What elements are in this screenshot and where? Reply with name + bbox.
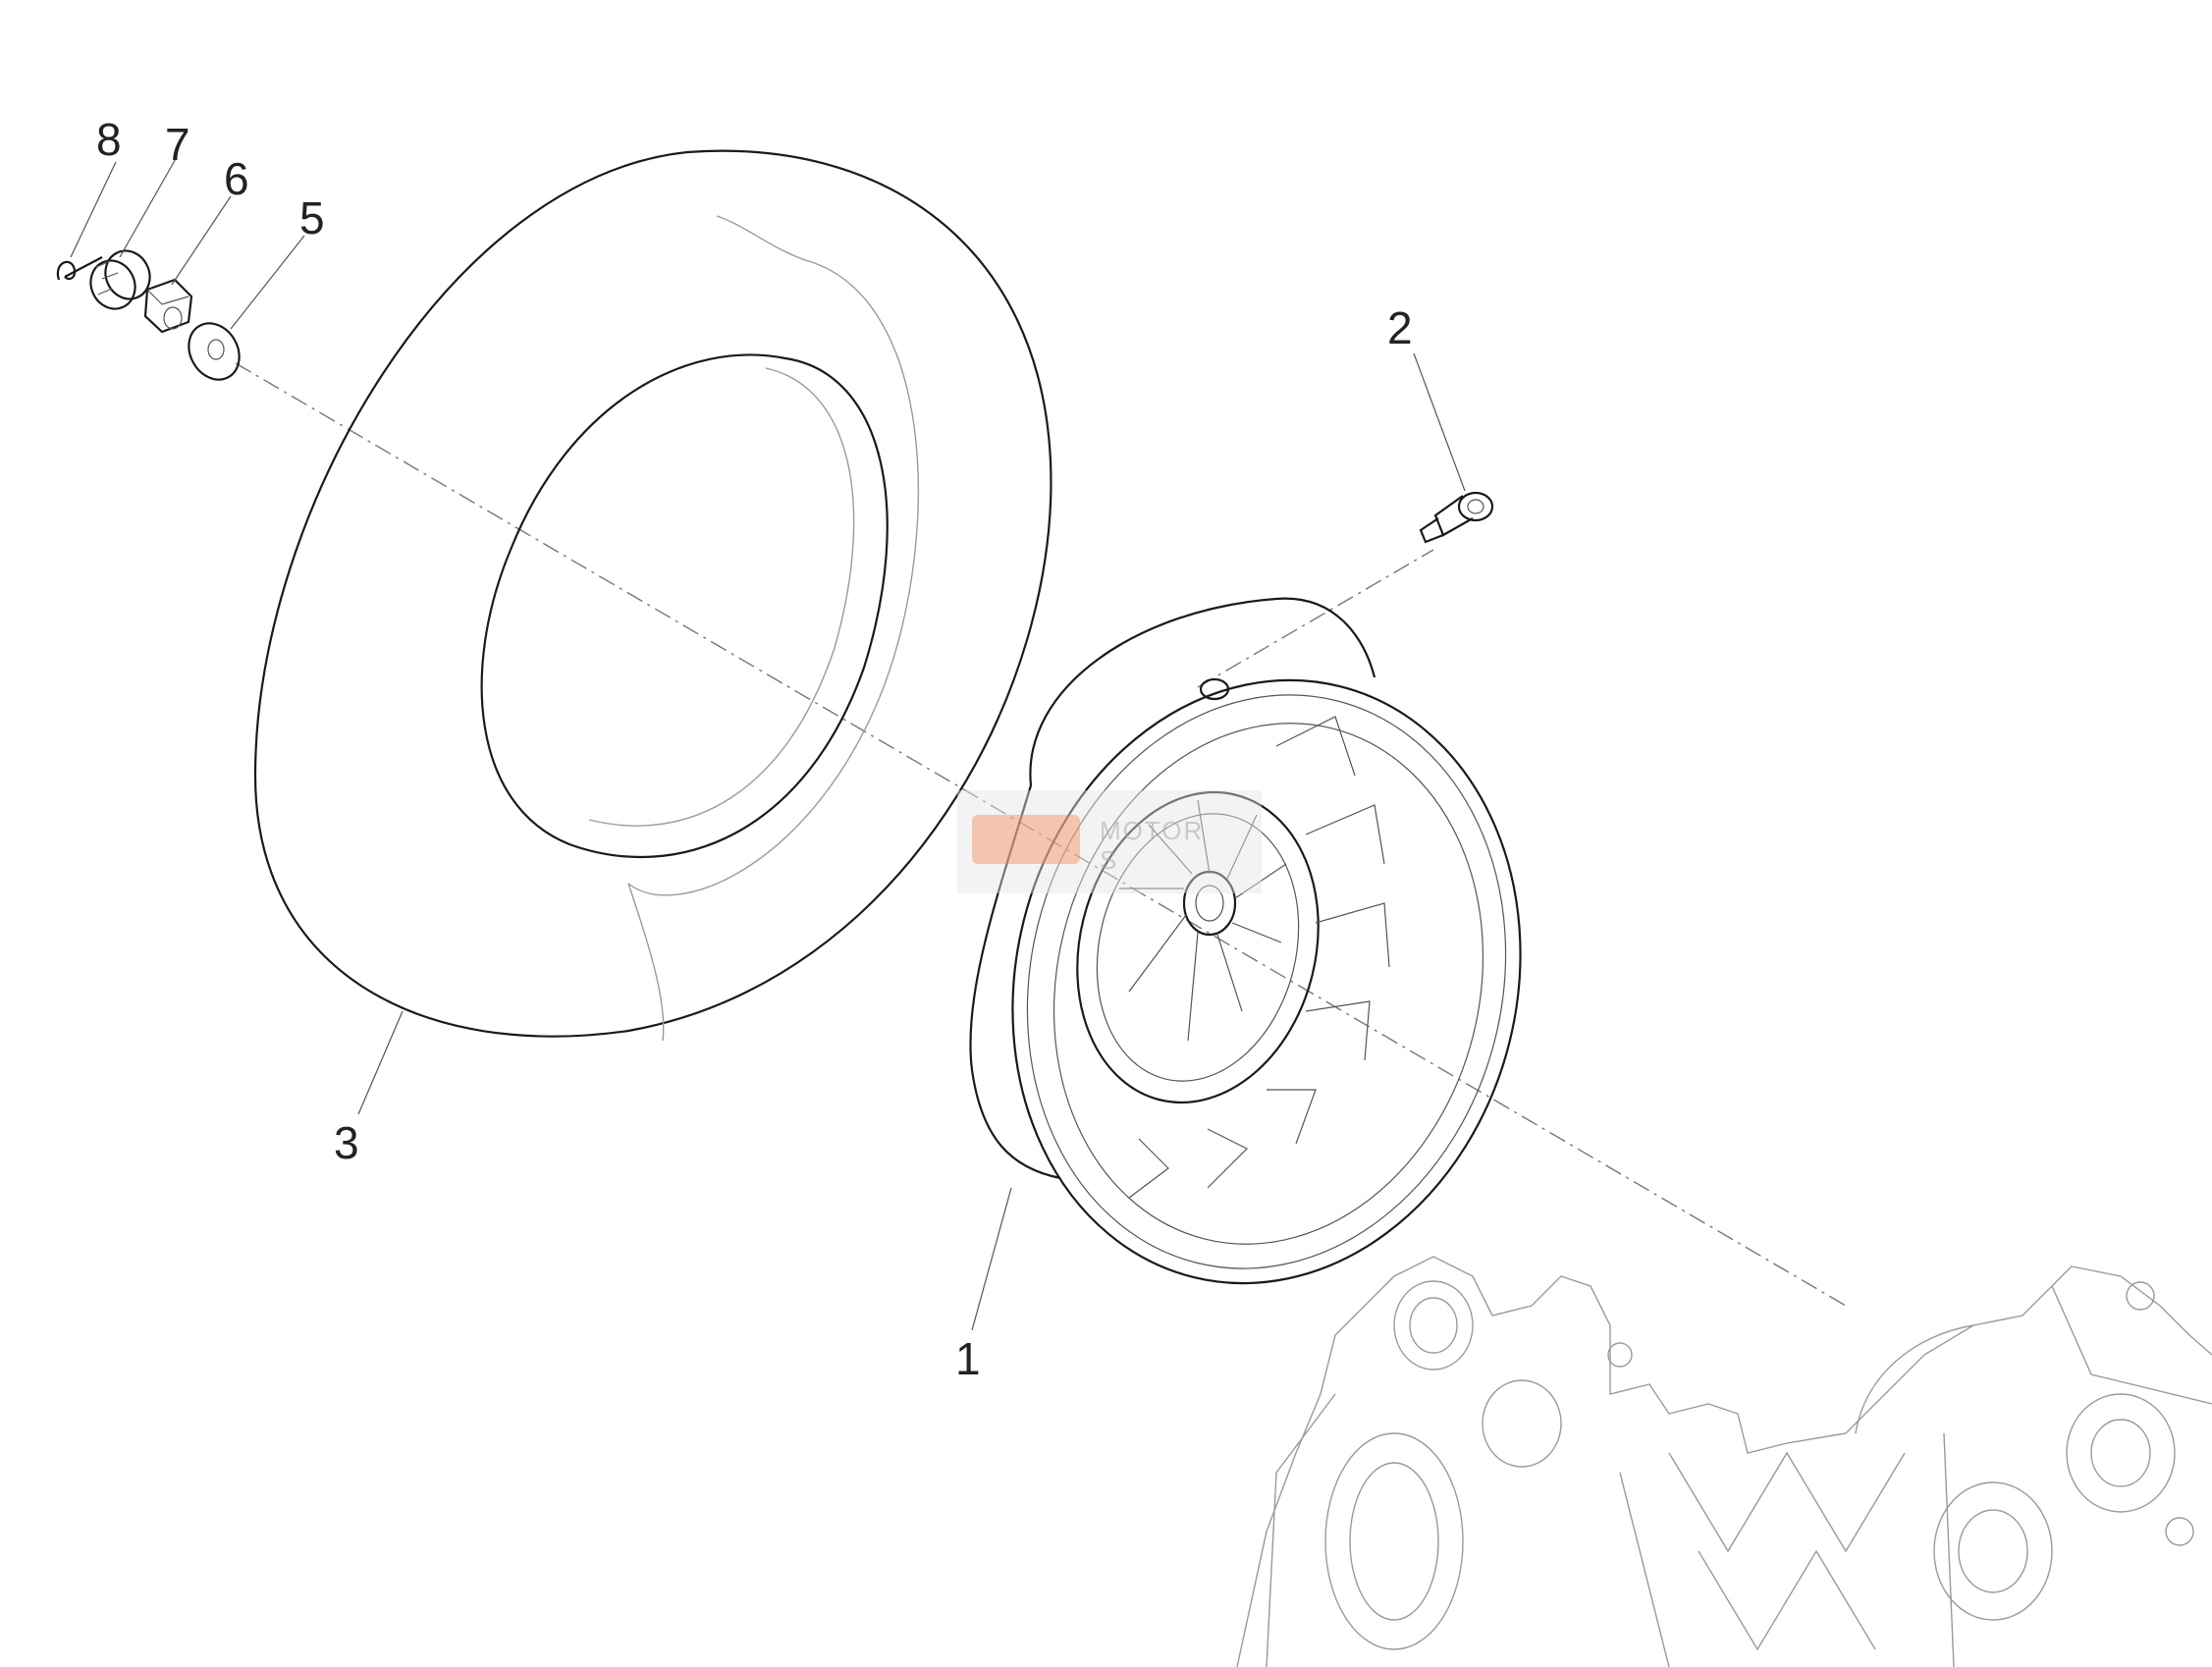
valve-hole [1199, 677, 1230, 701]
callout-6: 6 [224, 153, 249, 204]
watermark-logo: MOTOR S [957, 790, 1262, 893]
callout-3: 3 [334, 1117, 359, 1168]
washer[interactable] [179, 314, 249, 389]
tyre[interactable] [253, 149, 1052, 1042]
watermark-text-bottom: S [1100, 845, 1118, 875]
leader-lines [70, 156, 1466, 1331]
callout-2: 2 [1387, 302, 1413, 353]
callout-7: 7 [165, 119, 190, 170]
castle-nut[interactable] [82, 243, 157, 316]
rim-spokes [1119, 716, 1390, 1199]
wheel-rim[interactable] [950, 597, 1584, 1338]
callout-8: 8 [96, 114, 122, 165]
engine-crankcase [1236, 1256, 2212, 1667]
callout-labels: 8 7 6 5 2 3 1 [96, 114, 1413, 1384]
callout-5: 5 [299, 192, 325, 243]
watermark-text-top: MOTOR [1100, 816, 1204, 845]
bolt[interactable] [1419, 491, 1494, 544]
callout-1: 1 [955, 1333, 981, 1384]
split-pin[interactable] [56, 256, 103, 281]
nut[interactable] [143, 278, 193, 334]
